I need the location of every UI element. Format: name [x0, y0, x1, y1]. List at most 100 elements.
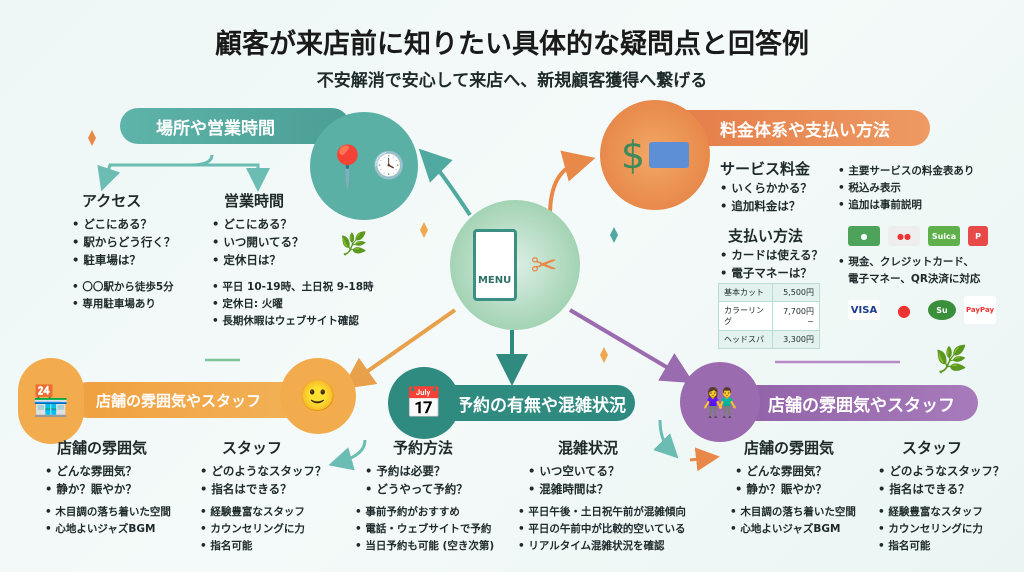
- page-subtitle: 不安解消で安心して来店へ、新規顧客獲得へ繋げる: [316, 71, 708, 91]
- price-item: ヘッドスパ: [717, 330, 774, 349]
- answer: 当日予約も可能 (空き次第): [355, 538, 494, 555]
- atmosphere-heading: 店舗の雰囲気: [744, 439, 835, 457]
- question: 追加料金は？: [720, 197, 823, 215]
- question: 静か？賑やか？: [45, 480, 171, 498]
- answer: 平日 10-19時、土日祝 9-18時: [212, 279, 373, 296]
- mastercard-icon: ●●: [888, 226, 920, 246]
- question: 予約は必要？: [365, 462, 494, 480]
- answer: 定休日: 火曜: [212, 296, 374, 313]
- calendar-icon: 📅: [388, 367, 460, 439]
- staff-couple-icon: 👫: [680, 362, 760, 442]
- staff-person-icon: 🙂: [280, 358, 356, 434]
- question: どのようなスタッフ？: [878, 462, 1004, 480]
- question: どんな雰囲気？: [735, 462, 856, 480]
- answer: 電話・ウェブサイトで予約: [355, 521, 494, 538]
- question: どこにある？: [72, 215, 175, 233]
- cash-icon: ●: [848, 226, 880, 246]
- answer: カウンセリングに力: [200, 521, 326, 538]
- answer: 指名可能: [200, 538, 326, 555]
- menu-book-icon: MENU: [472, 229, 517, 301]
- question: どのようなスタッフ？: [200, 462, 326, 480]
- service-fee-heading: サービス料金: [720, 160, 811, 178]
- price-value: 3,300円: [772, 330, 820, 349]
- page-title: 顧客が来店前に知りたい具体的な疑問点と回答例: [215, 29, 809, 60]
- congestion-block: 混雑状況 いつ空いてる？混雑時間は？ 平日午後・土日祝午前が混雑傾向平日の午前中…: [518, 437, 686, 555]
- answer: 経験豊富なスタッフ: [878, 504, 1004, 521]
- question: 指名はできる？: [878, 480, 1004, 498]
- hair-dryer-scissors-icon: ✂: [530, 246, 558, 284]
- price-value: 7,700円~: [772, 301, 820, 331]
- staff-heading: スタッフ: [222, 439, 283, 457]
- answer: 心地よいジャズBGM: [730, 521, 856, 538]
- answer: カウンセリングに力: [878, 521, 1004, 538]
- staff-block-left: スタッフ どのようなスタッフ？指名はできる？ 経験豊富なスタッフカウンセリングに…: [200, 437, 326, 555]
- answer: 経験豊富なスタッフ: [200, 504, 326, 521]
- storefront-icon: 🏪: [18, 358, 84, 444]
- money-bag-card-icon: $: [600, 100, 710, 210]
- answer: 平日午後・土日祝午前が混雑傾向: [518, 504, 686, 521]
- atmosphere-block-right: 店舗の雰囲気 どんな雰囲気？静か？賑やか？ 木目調の落ち着いた空間心地よいジャズ…: [730, 437, 856, 538]
- answer: 木目調の落ち着いた空間: [730, 504, 856, 521]
- paypay-icon: P: [968, 226, 988, 246]
- question: どんな雰囲気？: [45, 462, 171, 480]
- question: いくらかかる？: [720, 179, 823, 197]
- question: 定休日は？: [212, 251, 374, 269]
- congestion-heading: 混雑状況: [558, 439, 619, 457]
- suica-logo: Su: [928, 300, 956, 320]
- question: 指名はできる？: [200, 480, 326, 498]
- leaf-icon: 🌿: [935, 345, 968, 375]
- location-hours-header: 場所や営業時間: [120, 108, 350, 144]
- hours-heading: 営業時間: [224, 192, 285, 210]
- question: いつ開いてる？: [212, 233, 374, 251]
- pricing-answers: 主要サービスの料金表あり税込み表示追加は事前説明 ● ●● Suica P 現金…: [838, 163, 996, 324]
- staff-heading: スタッフ: [902, 439, 963, 457]
- answer: 平日の午前中が比較的空いている: [518, 521, 686, 538]
- payment-method-heading: 支払い方法: [728, 227, 804, 245]
- mastercard-logo: ●: [897, 300, 911, 320]
- answer: 心地よいジャズBGM: [45, 521, 171, 538]
- center-salon-icon: MENU ✂: [450, 200, 580, 330]
- price-item: カラーリング: [717, 301, 774, 331]
- price-item: 基本カット: [717, 283, 774, 302]
- service-fee-block: サービス料金 いくらかかる？追加料金は？ 支払い方法 カードは使える？電子マネー…: [720, 158, 823, 282]
- atmosphere-block-left: 店舗の雰囲気 どんな雰囲気？静か？賑やか？ 木目調の落ち着いた空間心地よいジャズ…: [45, 437, 171, 538]
- map-clock-icon: 📍🕓: [310, 112, 418, 220]
- question: 駐車場は？: [72, 251, 175, 269]
- suica-icon: Suica: [928, 226, 960, 246]
- question: 電子マネーは？: [720, 264, 823, 282]
- reservation-method-block: 予約方法 予約は必要？どうやって予約？ 事前予約がおすすめ電話・ウェブサイトで予…: [355, 437, 494, 555]
- question: カードは使える？: [720, 246, 823, 264]
- answer: 専用駐車場あり: [72, 296, 175, 313]
- answer: 木目調の落ち着いた空間: [45, 504, 171, 521]
- reservation-method-heading: 予約方法: [393, 439, 454, 457]
- question: 混雑時間は？: [528, 480, 686, 498]
- paypay-logo: PayPay: [964, 296, 996, 324]
- answer: 追加は事前説明: [838, 197, 996, 214]
- access-block: アクセス どこにある？駅からどう行く？駐車場は？ 〇〇駅から徒歩5分専用駐車場あ…: [72, 190, 175, 313]
- price-value: 5,500円: [772, 283, 820, 302]
- hours-block: 営業時間 どこにある？いつ開いてる？定休日は？ 平日 10-19時、土日祝 9-…: [212, 190, 374, 330]
- pricing-payment-header: 料金体系や支払い方法: [660, 110, 930, 146]
- question: 静か？賑やか？: [735, 480, 856, 498]
- answer: 事前予約がおすすめ: [355, 504, 494, 521]
- answer: 長期休暇はウェブサイト確認: [212, 313, 374, 330]
- staff-block-right: スタッフ どのようなスタッフ？指名はできる？ 経験豊富なスタッフカウンセリングに…: [878, 437, 1004, 555]
- atmosphere-heading: 店舗の雰囲気: [57, 439, 148, 457]
- access-heading: アクセス: [82, 192, 142, 210]
- answer: 主要サービスの料金表あり: [838, 163, 996, 180]
- answer: リアルタイム混雑状況を確認: [518, 538, 686, 555]
- question: 駅からどう行く？: [72, 233, 175, 251]
- question: いつ空いてる？: [528, 462, 686, 480]
- visa-logo: VISA: [848, 300, 880, 320]
- answer: 税込み表示: [838, 180, 996, 197]
- answer: 〇〇駅から徒歩5分: [72, 279, 175, 296]
- answer: 現金、クレジットカード、: [838, 254, 996, 271]
- question: どうやって予約？: [365, 480, 494, 498]
- question: どこにある？: [212, 215, 374, 233]
- leaf-icon: 🌿: [340, 232, 368, 257]
